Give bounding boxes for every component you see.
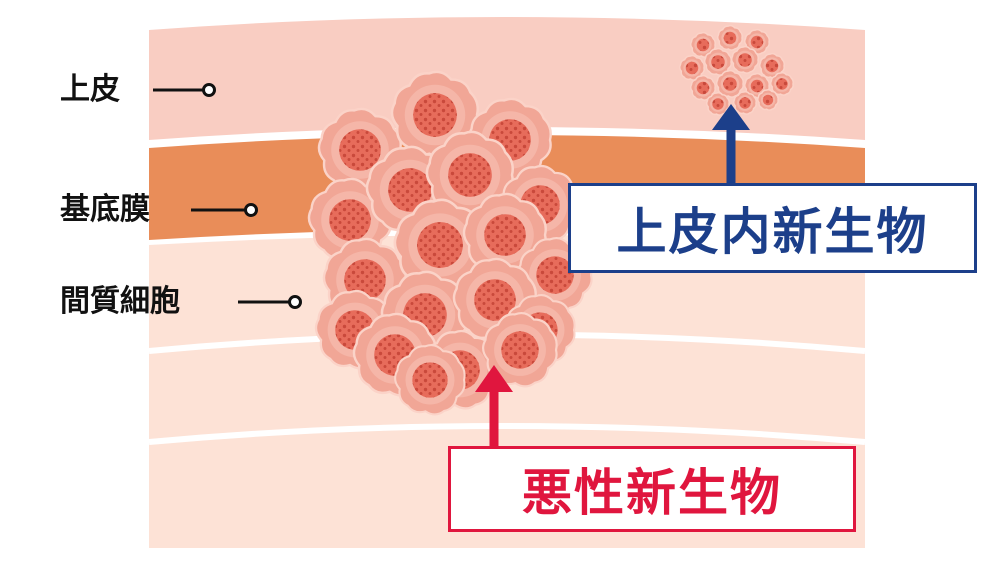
intraepithelial-cell (689, 31, 716, 58)
malignant-cell (462, 192, 547, 277)
malignant-cell (352, 312, 437, 397)
intraepithelial-cell-cluster (678, 24, 794, 116)
intraepithelial-neoplasm-label: 上皮内新生物 (568, 183, 977, 273)
malignant-cell (394, 344, 466, 416)
intraepithelial-cell (678, 54, 705, 81)
intraepithelial-cell (715, 69, 744, 98)
intraepithelial-cell (703, 47, 732, 76)
malignant-cell (393, 198, 487, 291)
stromal-cells-label: 間質細胞 (60, 284, 180, 319)
epithelium-layer (149, 17, 865, 140)
intraepithelial-arrow (712, 104, 750, 183)
malignant-neoplasm-label: 悪性新生物 (448, 446, 856, 532)
stroma-divider (149, 423, 865, 445)
epithelium-label: 上皮 (60, 72, 120, 107)
intraepithelial-cell (732, 90, 757, 115)
intraepithelial-cell (758, 52, 785, 79)
malignant-arrow (475, 365, 513, 446)
intraepithelial-cell (769, 71, 794, 96)
intraepithelial-cell (705, 91, 730, 116)
intraepithelial-cell (716, 24, 743, 51)
layer-pointers (153, 83, 302, 309)
malignant-cell (482, 312, 558, 388)
intraepithelial-cell (689, 74, 716, 101)
intraepithelial-cell (756, 88, 779, 111)
intraepithelial-cell (730, 45, 759, 74)
intraepithelial-cell (743, 28, 770, 55)
basement-membrane-label: 基底膜 (60, 192, 150, 227)
malignant-cell-cluster (307, 70, 593, 416)
